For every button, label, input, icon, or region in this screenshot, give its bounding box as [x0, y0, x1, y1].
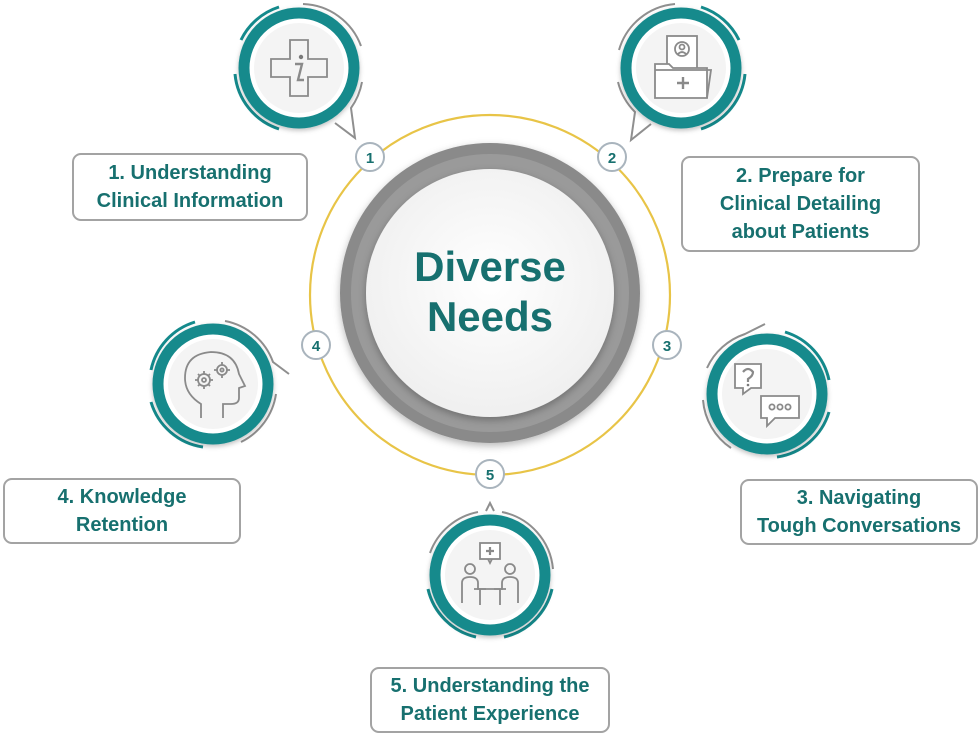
label-2-line-1: 2. Prepare for [736, 165, 865, 187]
center-title-line-1: Diverse [414, 243, 566, 290]
label-1-line-2: Clinical Information [96, 190, 284, 212]
label-2-line-2: Clinical Detailing [719, 193, 882, 215]
label-prepare-for-clinical-detailing: 2. Prepare for Clinical Detailing about … [681, 156, 920, 252]
question-speech-bubbles-icon [734, 363, 800, 429]
label-understanding-clinical-information: 1. Understanding Clinical Information [72, 153, 308, 221]
center-title-line-2: Needs [426, 293, 554, 340]
node-2-icon-circle [617, 3, 747, 143]
node-3-icon-circle [702, 323, 831, 459]
label-knowledge-retention: 4. Knowledge Retention [3, 478, 241, 544]
number-badge-1: 1 [355, 142, 385, 172]
number-badge-3-text: 3 [663, 338, 671, 355]
medical-info-cross-icon [270, 39, 328, 97]
label-navigating-tough-conversations: 3. Navigating Tough Conversations [740, 479, 978, 545]
label-4-line-1: 4. Knowledge [57, 486, 187, 508]
number-badge-4-text: 4 [312, 338, 321, 355]
node-4-icon-circle [149, 320, 290, 449]
label-1-line-1: 1. Understanding [108, 162, 272, 184]
label-3-line-2: Tough Conversations [756, 515, 962, 537]
number-badge-5: 5 [475, 459, 505, 489]
label-2-line-3: about Patients [731, 221, 870, 243]
number-badge-2: 2 [597, 142, 627, 172]
doctor-patient-consultation-icon [461, 542, 519, 605]
node-5-icon-circle [426, 500, 554, 639]
number-badge-3: 3 [652, 330, 682, 360]
head-gears-icon [184, 351, 247, 418]
label-4-line-2: Retention [75, 514, 169, 536]
number-badge-2-text: 2 [608, 150, 616, 167]
center-title: Diverse Needs [370, 242, 610, 342]
label-3-line-1: 3. Navigating [796, 487, 922, 509]
patient-file-folder-icon [654, 35, 713, 99]
center-hub [340, 143, 640, 443]
number-badge-5-text: 5 [486, 467, 494, 484]
number-badge-1-text: 1 [366, 150, 374, 167]
node-1-icon-circle [233, 3, 363, 141]
label-understanding-patient-experience: 5. Understanding the Patient Experience [370, 667, 610, 733]
label-5-line-2: Patient Experience [400, 703, 580, 725]
label-5-line-1: 5. Understanding the [390, 675, 590, 697]
number-badge-4: 4 [301, 330, 331, 360]
